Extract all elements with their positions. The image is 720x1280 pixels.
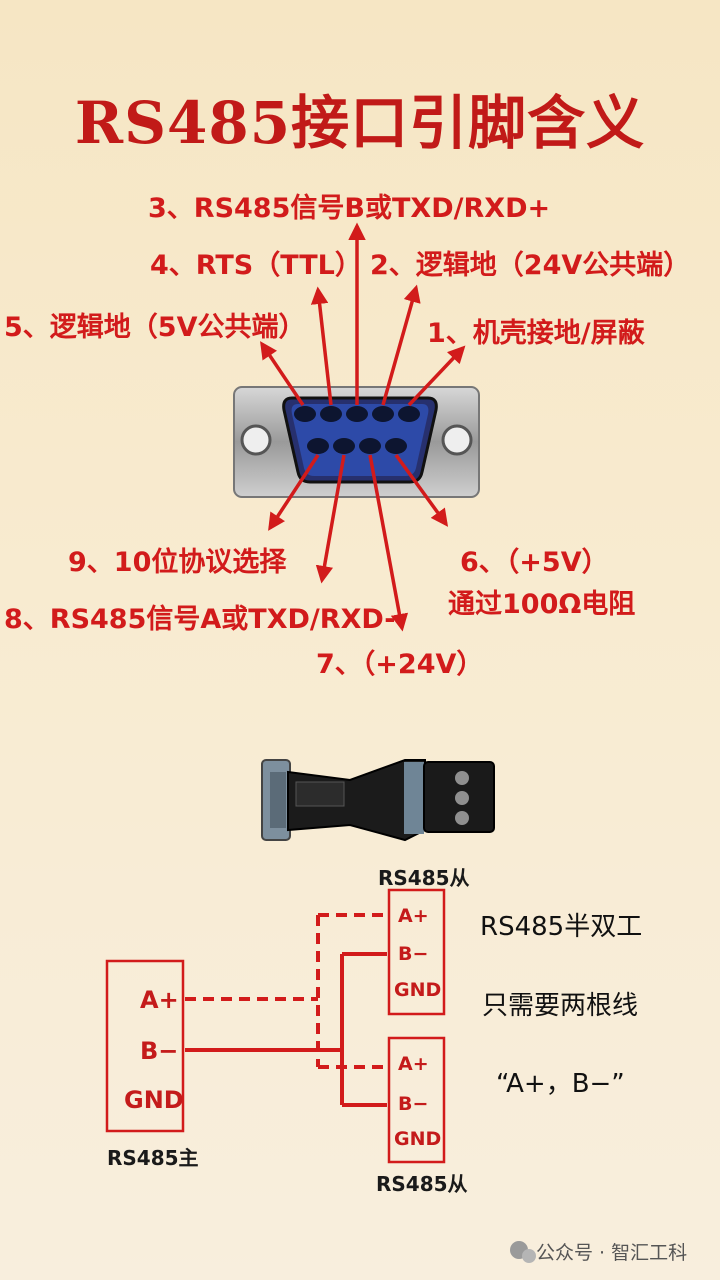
- pin8-label: 8、RS485信号A或TXD/RXD-: [4, 604, 396, 635]
- pin1-label: 1、机壳接地/屏蔽: [427, 318, 645, 349]
- note-half-duplex: RS485半双工: [480, 912, 643, 942]
- slave2-gnd: GND: [394, 1128, 442, 1150]
- pin3-label: 3、RS485信号B或TXD/RXD+: [148, 193, 551, 224]
- pin5-label: 5、逻辑地（5V公共端）: [4, 312, 306, 343]
- slave1-a: A+: [398, 905, 429, 927]
- slave1-label: RS485从: [378, 866, 470, 890]
- db9-connector: [233, 386, 480, 498]
- slave2-label: RS485从: [376, 1172, 468, 1196]
- slave1-gnd: GND: [394, 979, 442, 1001]
- slave1-b: B−: [398, 943, 429, 965]
- converter-photo: [261, 759, 495, 842]
- db9-pins: [294, 406, 420, 454]
- wechat-icon: [510, 1241, 536, 1263]
- pin6-label: 6、（+5V）: [460, 547, 609, 578]
- pin-arrows: [260, 222, 466, 632]
- pin4-label: 4、RTS（TTL）: [150, 250, 362, 281]
- watermark: 公众号 · 智汇工科: [536, 1242, 688, 1264]
- pin6-note: 通过100Ω电阻: [448, 589, 636, 620]
- page-title: RS485接口引脚含义: [74, 89, 646, 157]
- pin2-label: 2、逻辑地（24V公共端）: [370, 250, 691, 281]
- note-wires: “A+，B−”: [496, 1069, 625, 1099]
- note-two-wires: 只需要两根线: [482, 991, 639, 1021]
- wiring-diagram: [105, 888, 446, 1164]
- pin9-label: 9、10位协议选择: [68, 547, 287, 578]
- pin7-label: 7、（+24V）: [316, 649, 484, 680]
- master-a: A+: [140, 986, 179, 1014]
- slave2-b: B−: [398, 1093, 429, 1115]
- slave2-a: A+: [398, 1053, 429, 1075]
- master-label: RS485主: [107, 1146, 199, 1170]
- master-gnd: GND: [124, 1086, 184, 1114]
- master-b: B−: [140, 1037, 179, 1065]
